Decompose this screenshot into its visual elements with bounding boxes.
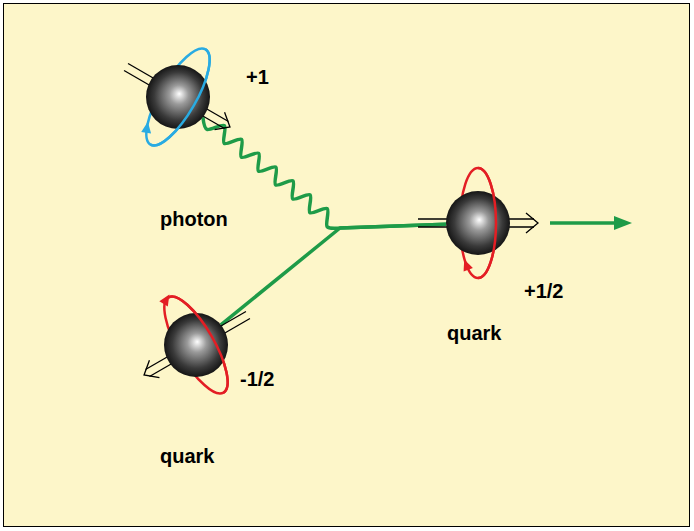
spin-value: +1/2 (524, 280, 563, 303)
particle-sphere: +1/2quark (446, 191, 510, 255)
spin-orbit (135, 40, 221, 153)
spin-orbit-front (478, 168, 496, 278)
spin-value: -1/2 (240, 368, 274, 391)
sphere-graphic (446, 191, 510, 255)
particle-sphere: -1/2quark (164, 313, 228, 377)
quark-line (221, 224, 446, 325)
spin-orbit-front (169, 288, 240, 392)
particle-label: quark (447, 322, 501, 345)
sphere-body (446, 191, 510, 255)
spin-direction-arrow (460, 258, 473, 272)
sphere-body (146, 65, 210, 129)
spin-axis (139, 306, 253, 383)
particle-sphere: +1photon (146, 65, 210, 129)
particle-label: quark (160, 445, 214, 468)
photon-propagator (203, 117, 446, 228)
background-panel (3, 3, 690, 527)
particle-label: photon (160, 208, 228, 231)
outgoing-arrow (550, 216, 632, 230)
spin-orbit (153, 288, 239, 401)
spin-axis (121, 58, 235, 135)
spin-direction-arrow (159, 292, 173, 307)
sphere-graphic (164, 313, 228, 377)
outgoing-line (550, 221, 616, 225)
outgoing-arrowhead (614, 216, 632, 230)
spin-value: +1 (246, 66, 269, 89)
spin-orbit-front (151, 49, 222, 153)
sphere-graphic (146, 65, 210, 129)
sphere-body (164, 313, 228, 377)
spin-direction-arrow (141, 121, 153, 133)
